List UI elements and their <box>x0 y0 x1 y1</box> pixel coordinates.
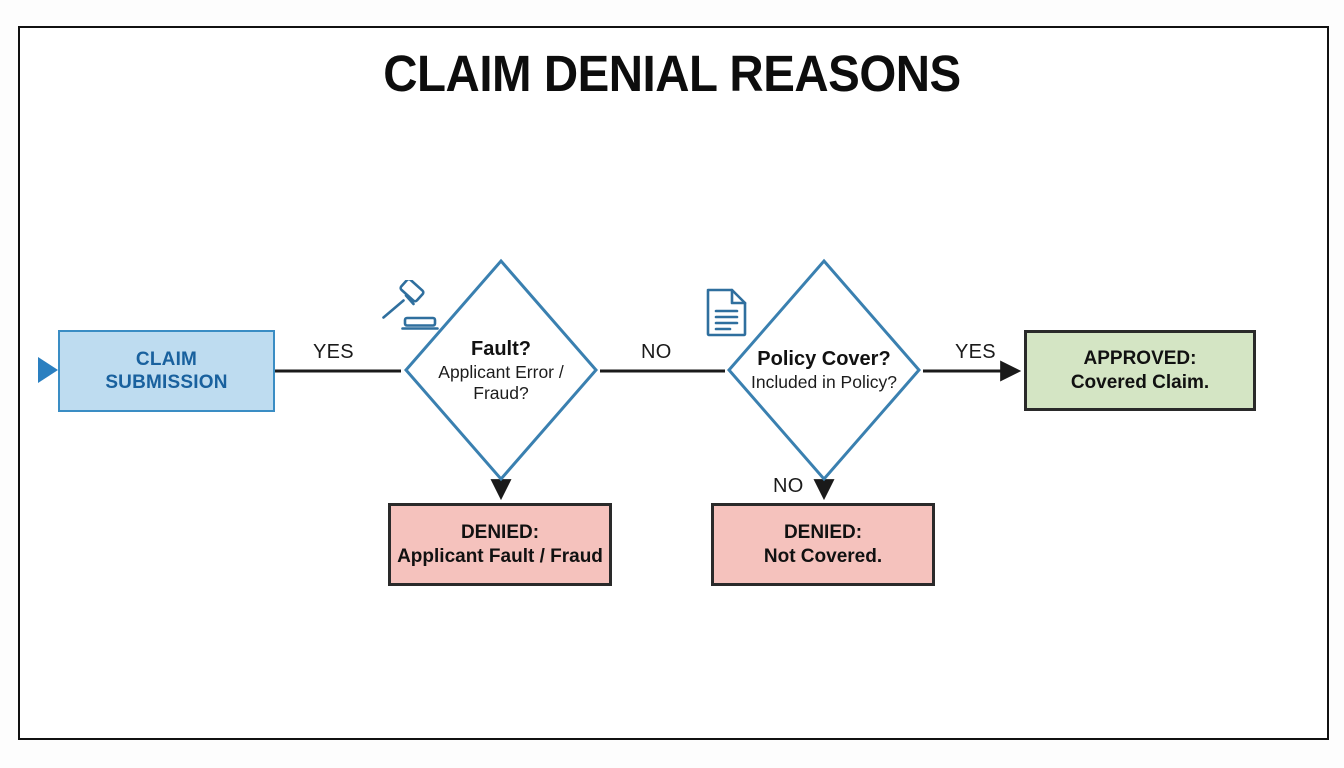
document-icon <box>704 286 750 338</box>
node-denied-not-covered[interactable]: DENIED: Not Covered. <box>711 503 935 586</box>
node-line1: APPROVED: <box>1083 348 1197 370</box>
edge-label-no-policy: NO <box>773 475 804 497</box>
start-arrow-icon <box>38 357 58 383</box>
gavel-icon <box>379 277 441 336</box>
node-denied-applicant-fault[interactable]: DENIED: Applicant Fault / Fraud <box>388 503 612 586</box>
node-line1: CLAIM <box>135 348 198 370</box>
edge-label-no-fault: NO <box>641 341 672 363</box>
node-line2: Covered Claim. <box>1070 371 1210 393</box>
node-line1: DENIED: <box>783 522 863 544</box>
node-line1: DENIED: <box>460 522 540 544</box>
node-line2: SUBMISSION <box>105 372 228 393</box>
edge-label-yes-submission: YES <box>313 341 354 363</box>
node-approved[interactable]: APPROVED: Covered Claim. <box>1024 330 1256 411</box>
edge-label-yes-policy: YES <box>955 341 996 363</box>
node-policy-cover-decision[interactable]: Policy Cover? Included in Policy? <box>726 258 922 482</box>
diamond-shape <box>727 258 921 482</box>
node-line2: Not Covered. <box>763 545 883 567</box>
page-title: CLAIM DENIAL REASONS <box>383 45 961 102</box>
diamond-shape <box>404 258 598 482</box>
node-claim-submission[interactable]: CLAIM SUBMISSION <box>58 330 275 412</box>
node-line2: Applicant Fault / Fraud <box>397 545 603 567</box>
